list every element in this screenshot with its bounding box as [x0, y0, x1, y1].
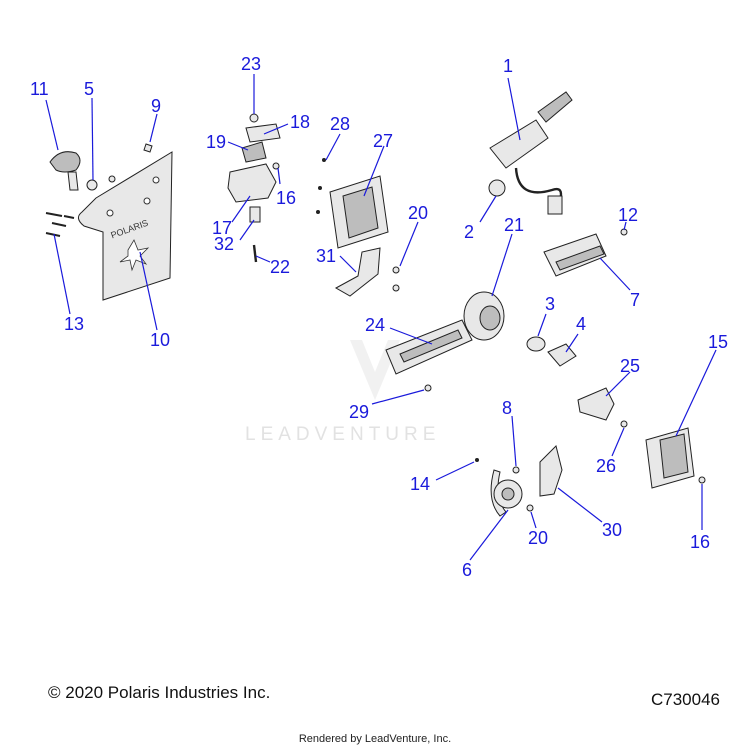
callout: 21: [504, 215, 524, 235]
callout: 1: [503, 56, 513, 76]
fuse-block-part: [385, 291, 505, 392]
callout: 3: [545, 294, 555, 314]
callout: 28: [330, 114, 350, 134]
callout: 20: [528, 528, 548, 548]
nut-part: [86, 179, 98, 191]
callout: 12: [618, 205, 638, 225]
callout: 32: [214, 234, 234, 254]
sensor-part: [547, 343, 577, 367]
switch-part: [488, 91, 573, 215]
callout: 29: [349, 402, 369, 422]
callout: 25: [620, 356, 640, 376]
rendered-by-text: Rendered by LeadVenture, Inc.: [298, 733, 452, 745]
leader-lines: [45, 74, 717, 561]
callout: 15: [708, 332, 728, 352]
watermark-logo: [350, 340, 400, 400]
bracket-part: [577, 387, 615, 421]
callout: 6: [462, 560, 472, 580]
callout: 7: [630, 290, 640, 310]
callout: 23: [241, 54, 261, 74]
regulator-part: [645, 427, 706, 489]
grommet-part: [526, 336, 546, 352]
connector-part: [543, 228, 628, 277]
callout: 30: [602, 520, 622, 540]
copyright-text: © 2020 Polaris Industries Inc.: [48, 683, 271, 702]
callout: 20: [408, 203, 428, 223]
bolt-part: [392, 284, 400, 292]
relay-parts: [227, 113, 281, 263]
callout: 2: [464, 222, 474, 242]
diagram-code: C730046: [650, 690, 720, 709]
callout: 11: [30, 79, 49, 99]
callouts: 1 2 3 4 5 6 7 8 9 10 11 12 13 14 15 16 1…: [30, 54, 728, 580]
callout: 10: [150, 330, 170, 350]
callout: 8: [502, 398, 512, 418]
horn-bracket-part: [539, 445, 563, 497]
bolt-part: [526, 504, 534, 512]
callout: 16: [690, 532, 710, 552]
callout: 4: [576, 314, 586, 334]
bolt-parts: [45, 143, 153, 237]
callout: 13: [64, 314, 84, 334]
callout: 27: [373, 131, 393, 151]
horn-part: [475, 458, 523, 517]
bolt-part: [620, 420, 628, 428]
callout: 16: [276, 188, 296, 208]
watermark: LEADVENTURE: [245, 424, 441, 445]
mounting-plate: POLARIS: [78, 151, 173, 301]
callout: 24: [365, 315, 385, 335]
callout: 18: [290, 112, 310, 132]
callout: 26: [596, 456, 616, 476]
bolt-part: [392, 266, 400, 274]
callout: 14: [410, 474, 430, 494]
callout: 17: [212, 218, 232, 238]
bracket-part: [334, 247, 381, 297]
clip-part: [49, 151, 81, 191]
callout: 22: [270, 257, 290, 277]
callout: 31: [316, 246, 336, 266]
ecu-part: [316, 158, 389, 249]
callout: 9: [151, 96, 161, 116]
callout: 5: [84, 79, 94, 99]
callout: 19: [206, 132, 226, 152]
